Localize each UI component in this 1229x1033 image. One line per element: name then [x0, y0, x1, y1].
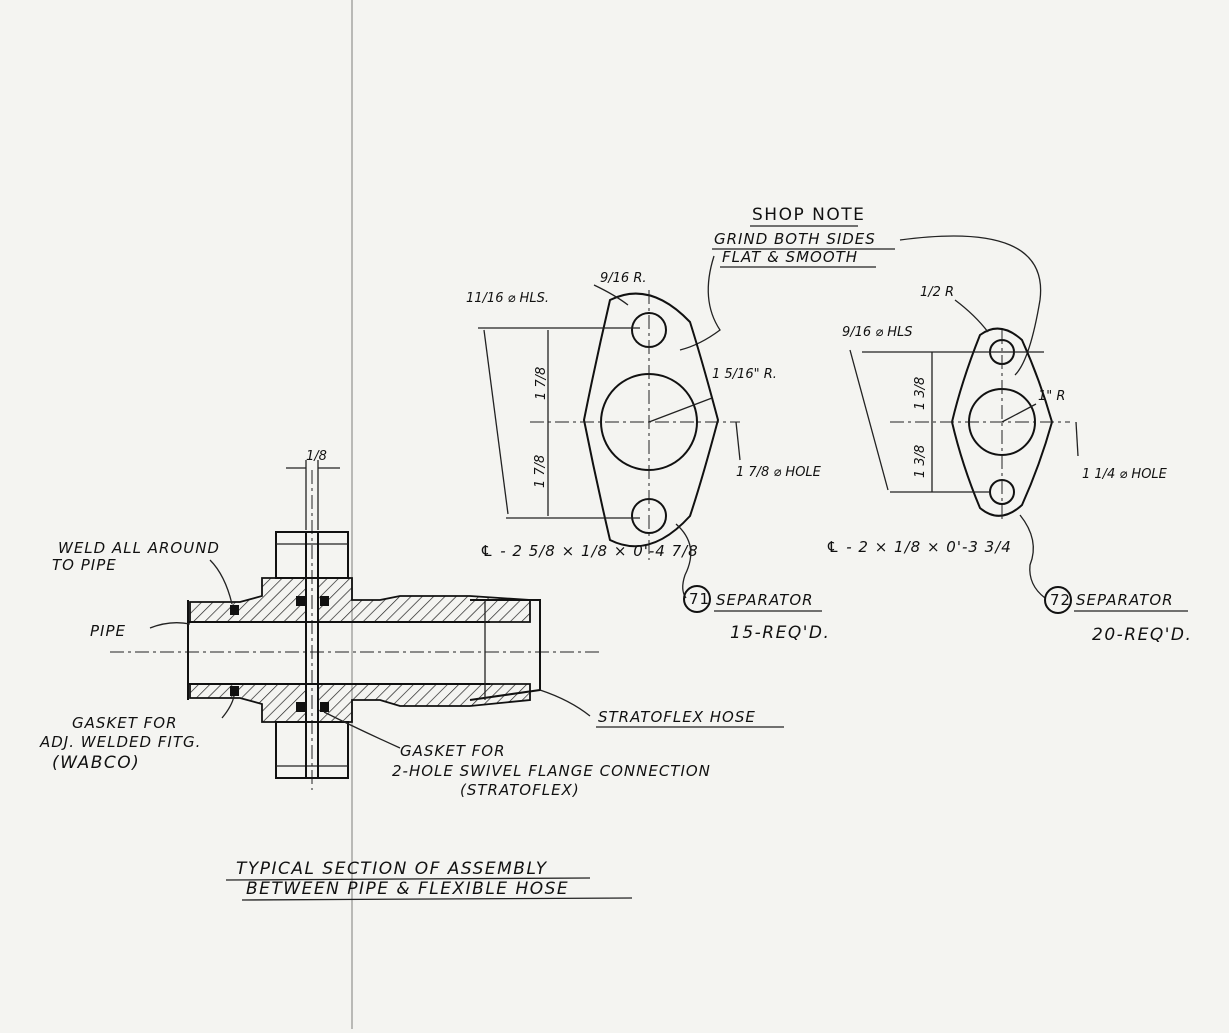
separator-71-holes: 11/16 ⌀ HLS.: [466, 291, 549, 306]
separator-71-corner-radius: 9/16 R.: [600, 271, 647, 286]
separator-72-inner-radius: 1" R: [1038, 389, 1065, 404]
flange-top: [275, 531, 349, 579]
shop-note-line2: FLAT & SMOOTH: [722, 248, 858, 266]
weld-gasket-top: [230, 605, 239, 615]
gasket-right-line3: (STRATOFLEX): [460, 781, 580, 799]
assembly-title-line2: BETWEEN PIPE & FLEXIBLE HOSE: [246, 879, 569, 899]
separator-72-stock: ℄ - 2 × 1/8 × 0'-3 3/4: [826, 538, 1012, 556]
gasket-right-leader: [323, 711, 401, 749]
separator-72-corner-radius: 1/2 R: [920, 285, 954, 300]
separator-71-callout-circle: [683, 585, 711, 613]
swivel-gasket-top-left: [296, 596, 305, 606]
separator-72-callout-circle: [1044, 586, 1072, 614]
separator-71-outline: [582, 292, 720, 548]
hose-end: [469, 599, 541, 701]
left-fitting-bottom: [189, 683, 307, 723]
gap-dimension: 1/8: [306, 449, 327, 464]
separator-72-dim-lower: 1 3/8: [913, 445, 928, 478]
gasket-left-line2: ADJ. WELDED FITG.: [39, 733, 201, 751]
gasket-left-leader: [221, 695, 235, 719]
shop-note-line1: GRIND BOTH SIDES: [714, 230, 876, 248]
separator-72-number: 72: [1050, 591, 1071, 609]
assembly-section: 1/8 WELD ALL AROUND TO PIPE PIPE STRATOF…: [39, 449, 784, 901]
flange-bottom: [275, 721, 349, 779]
gasket-left-line1: GASKET FOR: [72, 714, 178, 732]
right-fitting-top: [317, 577, 531, 623]
shop-note-leader-72: [899, 235, 1042, 376]
separator-72-holes: 9/16 ⌀ HLS: [842, 325, 913, 340]
swivel-gasket-bottom-right: [320, 702, 329, 712]
weld-note-line2: TO PIPE: [52, 556, 117, 574]
weld-leader: [209, 559, 233, 605]
separator-71-stock: ℄ - 2 5/8 × 1/8 × 0'-4 7/8: [480, 542, 699, 560]
pipe-leader: [149, 622, 191, 629]
weld-gasket-bottom: [230, 686, 239, 696]
gasket-left-line3: (WABCO): [52, 753, 140, 773]
separator-72-name: SEPARATOR: [1076, 591, 1174, 609]
left-fitting-top: [189, 577, 307, 623]
separator-71-number: 71: [689, 590, 710, 608]
swivel-gasket-bottom-left: [296, 702, 305, 712]
separator-71: 9/16 R. 11/16 ⌀ HLS. 1 7/8 1 7/8 1 5/16"…: [466, 271, 830, 643]
shop-note: SHOP NOTE GRIND BOTH SIDES FLAT & SMOOTH: [679, 205, 1042, 376]
separator-72-dim-upper: 1 3/8: [913, 377, 928, 410]
pipe-label: PIPE: [90, 622, 126, 640]
separator-71-name: SEPARATOR: [716, 591, 814, 609]
hose-label: STRATOFLEX HOSE: [598, 708, 756, 726]
shop-note-leader-71: [679, 255, 721, 351]
assembly-title-line1: TYPICAL SECTION OF ASSEMBLY: [236, 859, 548, 879]
shop-note-title: SHOP NOTE: [752, 205, 865, 225]
hose-leader: [539, 689, 591, 717]
separator-71-qty: 15-REQ'D.: [730, 623, 830, 643]
weld-note-line1: WELD ALL AROUND: [58, 539, 220, 557]
separator-71-dim-lower: 1 7/8: [533, 455, 548, 488]
gasket-right-line2: 2-HOLE SWIVEL FLANGE CONNECTION: [392, 762, 711, 780]
separator-72-qty: 20-REQ'D.: [1092, 625, 1192, 645]
gasket-right-line1: GASKET FOR: [400, 742, 506, 760]
separator-71-inner-radius: 1 5/16" R.: [712, 367, 777, 382]
separator-72: 1/2 R 9/16 ⌀ HLS 1 3/8 1 3/8 1" R 1 1/4 …: [826, 285, 1192, 645]
swivel-gasket-top-right: [320, 596, 329, 606]
right-fitting-bottom: [317, 683, 531, 723]
separator-71-dim-upper: 1 7/8: [534, 367, 549, 400]
separator-71-center-hole-label: 1 7/8 ⌀ HOLE: [736, 465, 822, 480]
separator-72-center-hole-label: 1 1/4 ⌀ HOLE: [1082, 467, 1168, 482]
